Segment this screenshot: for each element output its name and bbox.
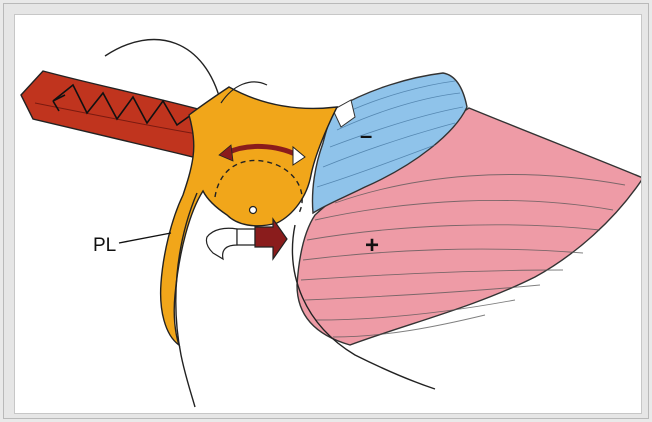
red-band [21,71,213,157]
pl-leader-line [119,233,171,243]
label-plus: + [365,232,379,259]
anatomical-diagram: PL – + [15,15,641,413]
figure-frame: PL – + [3,3,649,419]
figure-panel: PL – + [14,14,642,414]
label-pl: PL [93,235,116,256]
label-minus: – [360,123,372,148]
pivot-point [250,207,257,214]
